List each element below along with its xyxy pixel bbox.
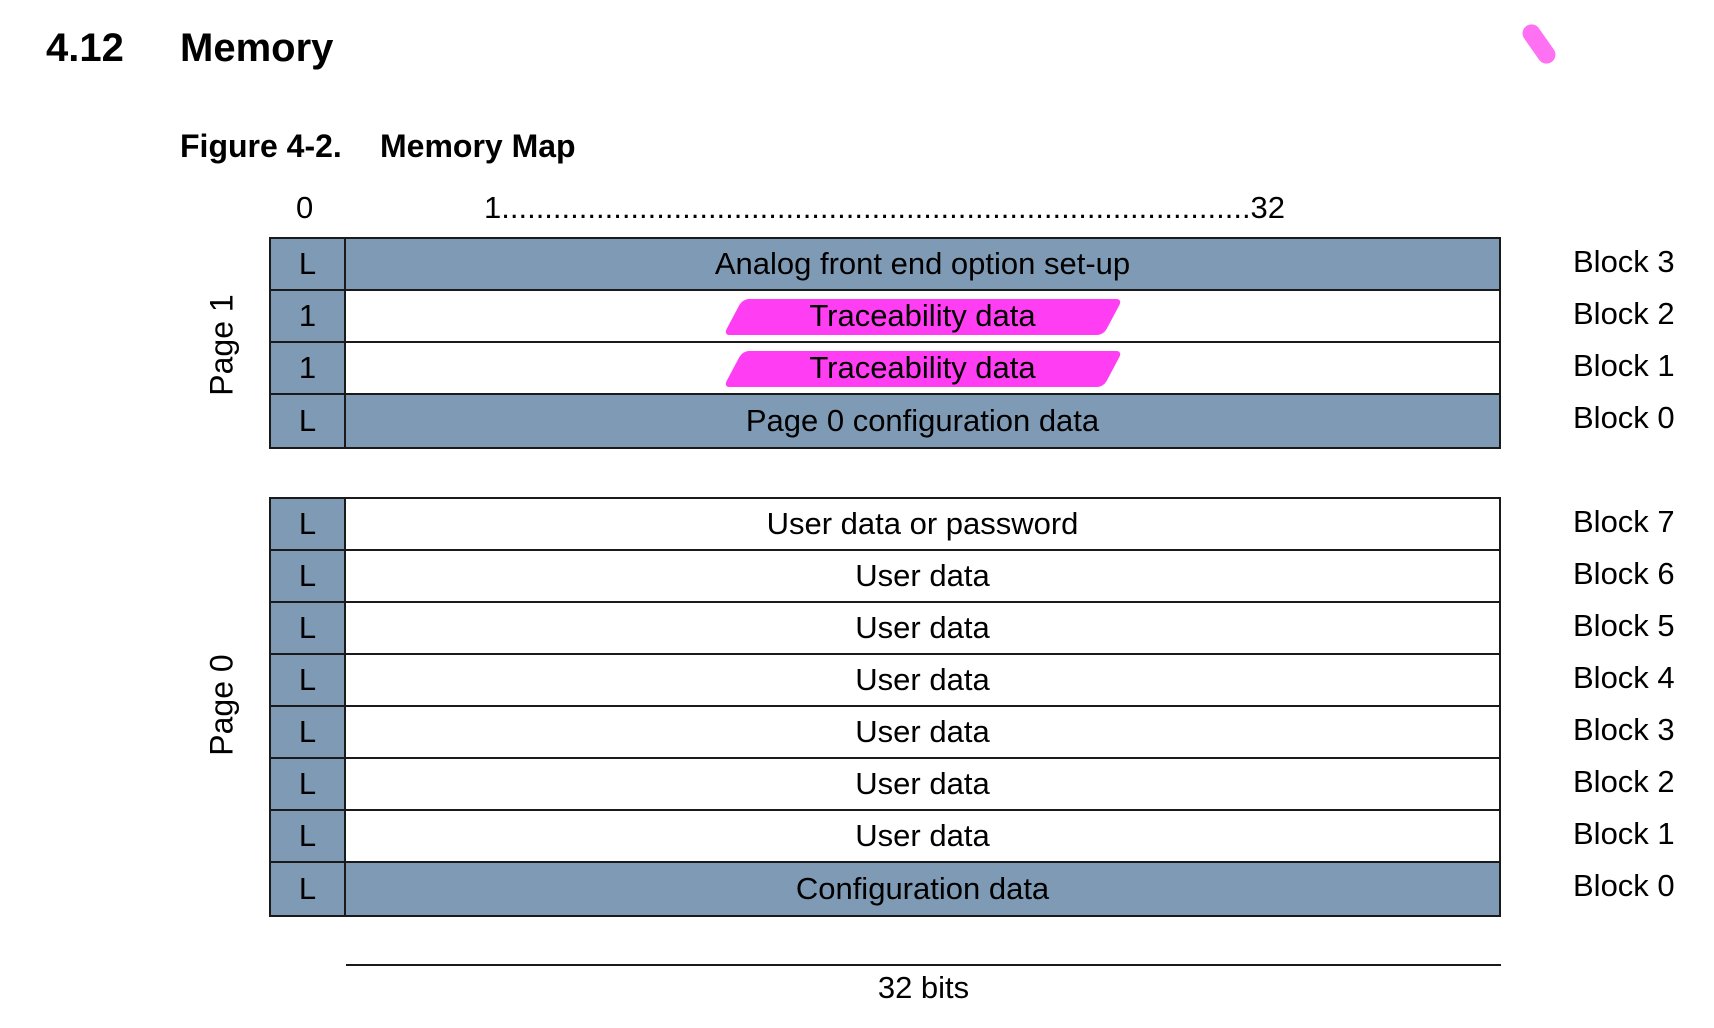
page-0-label: Page 0 — [203, 654, 240, 756]
bit-start-label: 0 — [296, 190, 314, 225]
lock-bit-cell: 1 — [269, 291, 346, 341]
memory-row: L User data — [269, 759, 1501, 811]
block-content-cell: User data — [346, 603, 1501, 653]
memory-row: L User data — [269, 707, 1501, 759]
memory-row: L User data — [269, 811, 1501, 863]
lock-bit-cell: L — [269, 499, 346, 549]
figure-number: Figure 4-2. — [180, 128, 342, 164]
memory-row: L User data — [269, 603, 1501, 655]
lock-bit-cell: L — [269, 811, 346, 861]
block-content-cell: User data — [346, 811, 1501, 861]
block-label: Block 1 — [1573, 816, 1675, 851]
figure-title: Memory Map — [380, 128, 576, 164]
lock-bit-cell: L — [269, 863, 346, 915]
block-content-text: User data — [855, 714, 990, 749]
block-content-text: User data — [855, 662, 990, 697]
page-1-memory-table: L Analog front end option set-up 1 Trace… — [269, 237, 1501, 449]
block-content-text: User data — [855, 558, 990, 593]
block-label: Block 3 — [1573, 244, 1675, 279]
block-content-cell: User data — [346, 655, 1501, 705]
width-indicator-line — [346, 964, 1501, 966]
section-number: 4.12 — [46, 26, 124, 70]
block-content-text: Traceability data — [809, 298, 1036, 333]
block-content-text: User data or password — [766, 506, 1079, 541]
memory-row: L User data — [269, 551, 1501, 603]
block-content-cell: User data — [346, 707, 1501, 757]
lock-bit-cell: L — [269, 603, 346, 653]
lock-bit-cell: L — [269, 551, 346, 601]
memory-row: L User data — [269, 655, 1501, 707]
block-content-text: Traceability data — [809, 350, 1036, 385]
block-content-text: User data — [855, 610, 990, 645]
block-content-text: Configuration data — [795, 871, 1050, 906]
lock-bit-cell: 1 — [269, 343, 346, 393]
lock-bit-cell: L — [269, 395, 346, 447]
block-label: Block 7 — [1573, 504, 1675, 539]
memory-row: L User data or password — [269, 499, 1501, 551]
width-label: 32 bits — [877, 970, 970, 1005]
block-content-cell: Page 0 configuration data — [346, 395, 1501, 447]
block-content-cell: User data or password — [346, 499, 1501, 549]
block-label: Block 0 — [1573, 400, 1675, 435]
memory-row: 1 Traceability data — [269, 291, 1501, 343]
block-content-text: Analog front end option set-up — [714, 246, 1131, 281]
memory-row: L Analog front end option set-up — [269, 239, 1501, 291]
lock-bit-cell: L — [269, 759, 346, 809]
lock-bit-cell: L — [269, 239, 346, 289]
block-content-cell: User data — [346, 551, 1501, 601]
lock-bit-cell: L — [269, 707, 346, 757]
block-label: Block 2 — [1573, 764, 1675, 799]
block-label: Block 0 — [1573, 868, 1675, 903]
block-content-text: User data — [855, 818, 990, 853]
block-content-cell: Traceability data — [346, 291, 1501, 341]
block-label: Block 4 — [1573, 660, 1675, 695]
memory-row: 1 Traceability data — [269, 343, 1501, 395]
bit-range-label: 1.......................................… — [484, 190, 1286, 225]
section-title: Memory — [180, 26, 334, 70]
page-1-label: Page 1 — [203, 294, 240, 396]
block-content-text: Page 0 configuration data — [745, 403, 1100, 438]
block-content-text: User data — [855, 766, 990, 801]
memory-row: L Configuration data — [269, 863, 1501, 915]
page-0-memory-table: L User data or password L User data L Us… — [269, 497, 1501, 917]
block-label: Block 5 — [1573, 608, 1675, 643]
block-label: Block 6 — [1573, 556, 1675, 591]
pen-mark — [1519, 20, 1559, 68]
block-content-cell: Configuration data — [346, 863, 1501, 915]
memory-row: L Page 0 configuration data — [269, 395, 1501, 447]
block-content-cell: Traceability data — [346, 343, 1501, 393]
block-label: Block 1 — [1573, 348, 1675, 383]
lock-bit-cell: L — [269, 655, 346, 705]
block-content-cell: Analog front end option set-up — [346, 239, 1501, 289]
block-content-cell: User data — [346, 759, 1501, 809]
block-label: Block 2 — [1573, 296, 1675, 331]
block-label: Block 3 — [1573, 712, 1675, 747]
